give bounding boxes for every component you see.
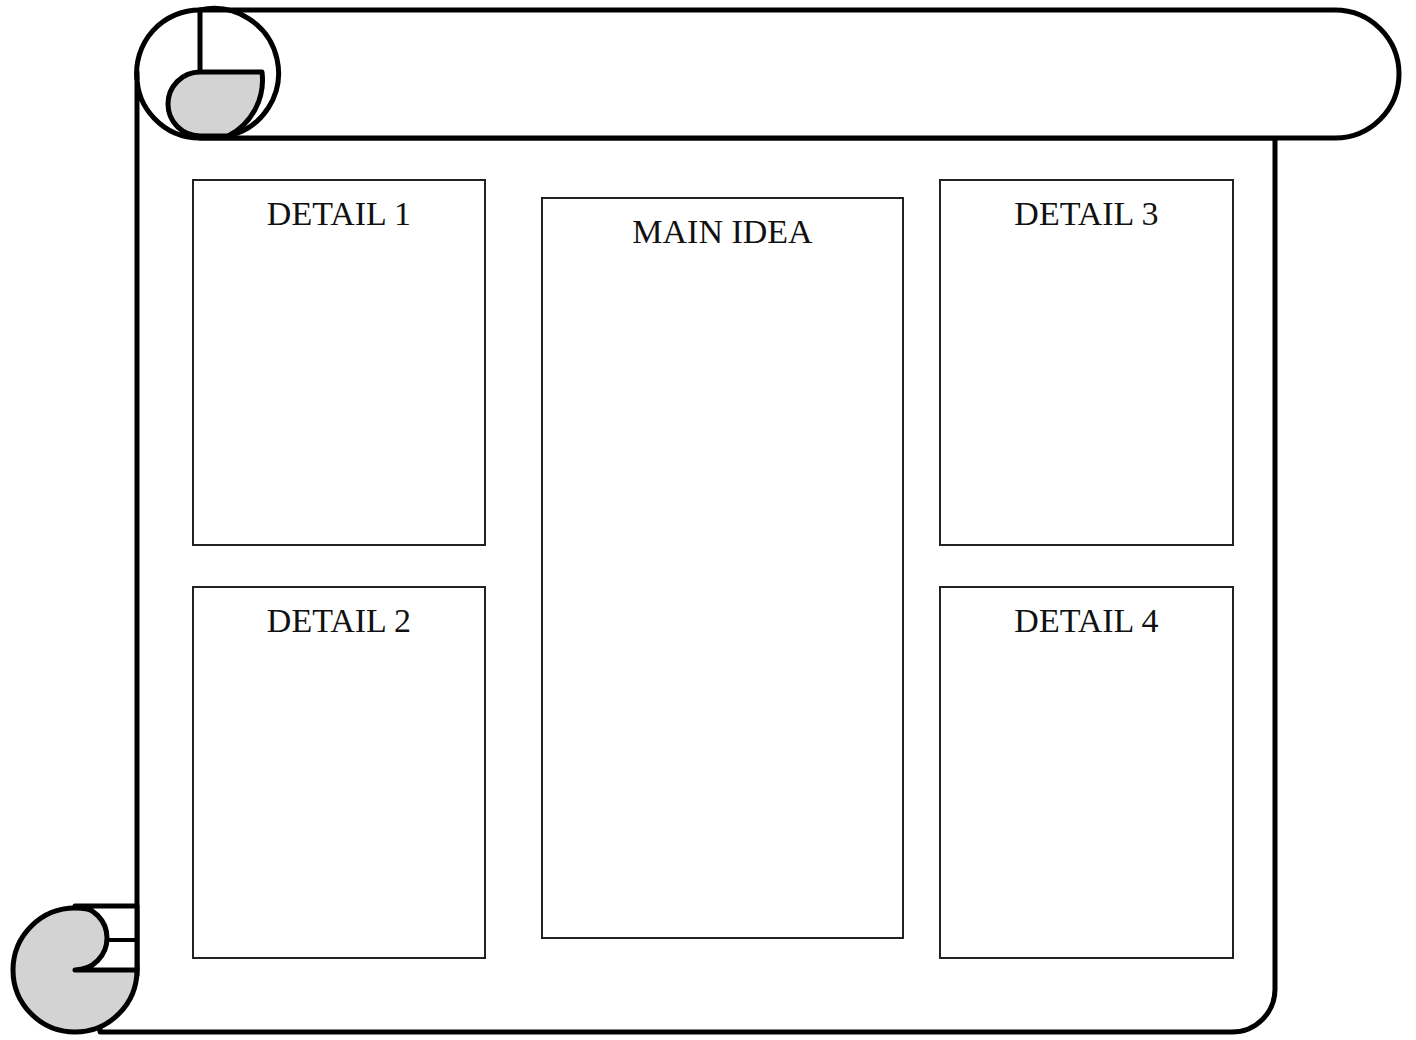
main-idea-box: MAIN IDEA: [541, 197, 904, 939]
detail-box: DETAIL 2: [192, 586, 486, 959]
scroll-top-curl-outline: [200, 8, 279, 136]
detail-box: DETAIL 4: [939, 586, 1234, 959]
scroll-top-roll: [200, 10, 1399, 138]
scroll-body: [100, 72, 1275, 1032]
detail-box: DETAIL 3: [939, 179, 1234, 546]
box-heading: DETAIL 2: [194, 602, 484, 639]
detail-box: DETAIL 1: [192, 179, 486, 546]
box-heading: DETAIL 4: [941, 602, 1232, 639]
scroll-left-edge: [137, 10, 200, 80]
box-heading: DETAIL 3: [941, 195, 1232, 232]
box-heading: DETAIL 1: [194, 195, 484, 232]
scroll-bottom-curl-slot: [75, 906, 137, 970]
box-heading: MAIN IDEA: [543, 213, 902, 250]
scroll-bottom-curl-line: [105, 938, 137, 942]
